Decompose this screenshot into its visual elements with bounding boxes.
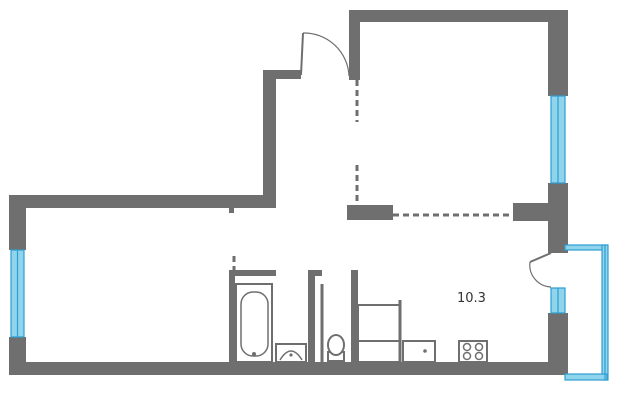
bathroom-partitions [229,270,402,363]
bath-wall-divider-tip [308,270,322,276]
toilet [327,334,345,362]
wall-mid-horizontal [9,195,276,208]
wall-step-top [263,70,301,79]
windows [10,95,609,381]
partitions [232,80,513,272]
wall-step-vertical [263,70,276,208]
window-left [10,249,25,338]
bath-wall-top [229,270,276,276]
bathtub [235,283,273,363]
wall-right-lower [548,313,568,375]
wall-left-lower [9,337,26,375]
wall-stub [229,206,234,213]
wall-right-upper [548,10,568,96]
wall-left-upper [9,195,26,250]
bath-wall-left [229,270,235,362]
closet-lower [357,340,401,363]
closet-upper [357,304,401,342]
bath-wall-divider [308,270,315,362]
entrance-door [300,32,350,77]
sink [275,343,307,363]
wall-bottom [9,362,568,375]
balcony-frame [564,244,609,381]
doors [300,32,552,288]
wall-top-right [349,10,568,22]
shower-tray [402,340,436,363]
window-right-upper [550,95,566,184]
fixtures [235,283,488,363]
balcony-door [529,252,552,288]
exterior-walls [9,10,568,375]
room-area-label: 10.3 [457,291,486,306]
wall-block-right [513,203,568,221]
wall-block-left [347,205,393,220]
window-balcony-door [550,287,566,314]
closet-wall-left [351,270,358,362]
cooktop [458,340,488,363]
wall-room-left-upper [349,10,360,80]
